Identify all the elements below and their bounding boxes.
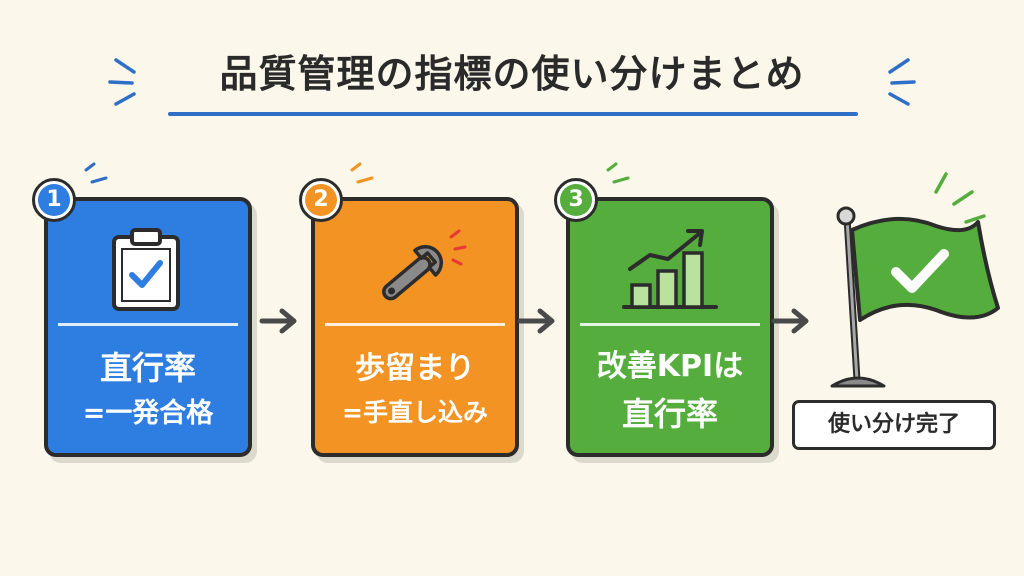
badge-1-burst-icon (84, 162, 108, 184)
right-burst-icon (888, 58, 916, 106)
step-2-badge: 2 (299, 178, 343, 222)
badge-2-burst-icon (350, 162, 374, 184)
arrow-right-icon (259, 308, 297, 334)
left-burst-icon (108, 58, 136, 106)
card-divider (325, 323, 505, 326)
title-underline (168, 112, 858, 116)
card-divider (580, 323, 760, 326)
step-3-definition: 直行率 (621, 395, 718, 433)
step-card-3: 改善KPIは 直行率 (566, 197, 774, 457)
step-2-number: 2 (305, 184, 337, 216)
step-3-badge: 3 (554, 178, 598, 222)
flag-check-icon (830, 172, 1000, 388)
step-card-1: 直行率 =一発合格 (44, 197, 252, 457)
step-3-label: 改善KPIは (596, 349, 744, 384)
bar-chart-up-icon (622, 229, 718, 309)
step-card-2: 歩留まり =手直し込み (311, 197, 519, 457)
diagram-title: 品質管理の指標の使い分けまとめ (219, 52, 805, 96)
clipboard-check-icon (112, 228, 180, 311)
step-1-label: 直行率 (99, 349, 196, 387)
wrench-icon (382, 229, 467, 301)
arrow-right-icon (517, 308, 555, 334)
arrow-right-icon (771, 308, 809, 334)
step-1-definition: =一発合格 (82, 398, 214, 429)
card-divider (58, 323, 238, 326)
step-3-number: 3 (560, 184, 592, 216)
step-1-number: 1 (38, 184, 70, 216)
step-2-label: 歩留まり (355, 351, 475, 386)
badge-3-burst-icon (606, 162, 630, 184)
goal-label: 使い分け完了 (792, 400, 996, 450)
step-2-definition: =手直し込み (342, 398, 488, 427)
step-1-badge: 1 (32, 178, 76, 222)
